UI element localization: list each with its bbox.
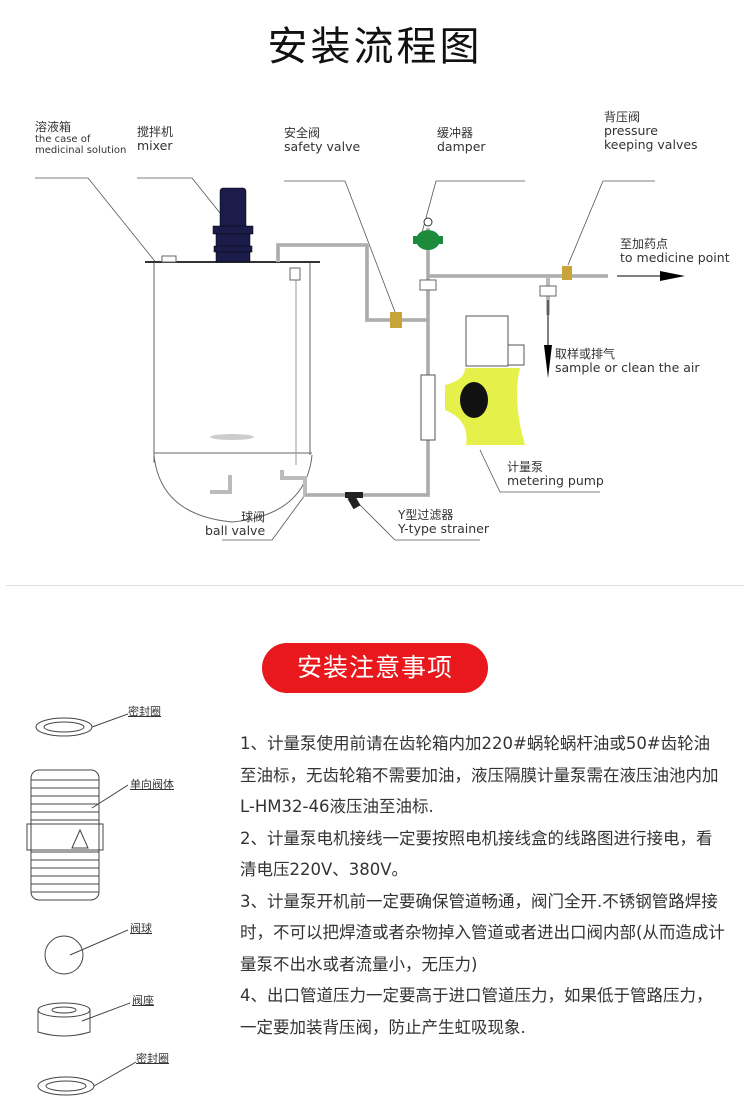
part-label-check-valve-body: 单向阀体	[130, 778, 174, 791]
ball-valve	[419, 279, 557, 297]
part-label-valve-seat: 阀座	[132, 994, 154, 1007]
arrow-sample-down	[544, 300, 552, 378]
pressure-keeping-valve	[562, 266, 572, 280]
mixer	[212, 187, 254, 263]
safety-valve	[390, 312, 402, 328]
note-item: 3、计量泵开机前一定要确保管道畅通，阀门全开.不锈钢管路焊接时，不可以把焊渣或者…	[240, 891, 725, 974]
damper	[413, 217, 443, 250]
part-label-valve-ball: 阀球	[130, 922, 152, 935]
label-tank: 溶液箱 the case of medicinal solution	[35, 120, 127, 156]
note-item: 2、计量泵电机接线一定要按照电机接线盒的线路图进行接电，看清电压220V、380…	[240, 828, 713, 880]
part-label-seal-ring-top: 密封圈	[128, 705, 161, 718]
arrow-to-medicine-point	[617, 271, 685, 281]
y-strainer	[345, 492, 363, 510]
metering-pump	[420, 315, 525, 445]
note-item: 4、出口管道压力一定要高于进口管道压力，如果低于管路压力，一定要加装背压阀，防止…	[240, 986, 713, 1037]
page-title: 安装流程图	[267, 24, 483, 70]
section-divider	[6, 585, 744, 586]
notes-heading-button: 安装注意事项	[262, 643, 488, 693]
check-valve-parts-drawing	[26, 713, 137, 1096]
installation-notes: 1、计量泵使用前请在齿轮箱内加220#蜗轮蜗杆油或50#齿轮油至油标，无齿轮箱不…	[240, 728, 725, 1043]
installation-diagram	[35, 177, 685, 541]
note-item: 1、计量泵使用前请在齿轮箱内加220#蜗轮蜗杆油或50#齿轮油至油标，无齿轮箱不…	[240, 734, 719, 816]
tank	[145, 255, 320, 523]
part-label-seal-ring-bottom: 密封圈	[136, 1052, 169, 1065]
